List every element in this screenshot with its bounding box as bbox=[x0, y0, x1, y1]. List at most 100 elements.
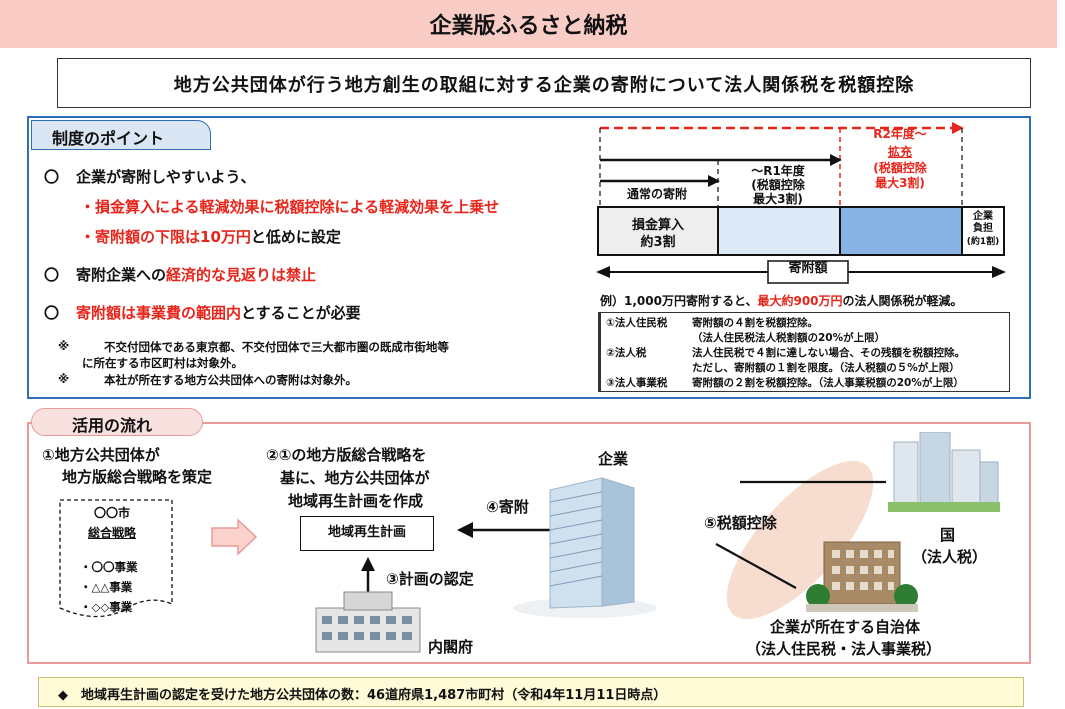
expanded-line-2: 拡充 bbox=[887, 145, 912, 159]
normal-donation-label: 通常の寄附 bbox=[626, 187, 687, 201]
note-2: 本社が所在する地方公共団体への寄附は対象外。 bbox=[104, 373, 357, 387]
point-item-2: 寄附企業への経済的な見返りは禁止 bbox=[76, 264, 316, 285]
tax-breakdown-box bbox=[598, 312, 1010, 392]
burden-line-2: 負担 bbox=[973, 223, 993, 234]
national-label-2: （法人税） bbox=[912, 548, 988, 566]
tax-row-3-desc: 法人住民税で４割に達しない場合、その残額を税額控除。 bbox=[692, 347, 965, 359]
bar-company-burden bbox=[961, 206, 1005, 256]
tax-row-2-desc: （法人住民税法人税割額の20%が上限） bbox=[692, 332, 886, 344]
step-2-line-3: 地域再生計画を作成 bbox=[288, 492, 424, 510]
point-item-2-pre: 寄附企業への bbox=[76, 266, 167, 284]
tax-row-5-desc: 寄附額の２割を税額控除。（法人事業税額の20%が上限） bbox=[692, 377, 964, 389]
company-label: 企業 bbox=[598, 450, 629, 468]
step-2-line-2: 基に、地方公共団体が bbox=[280, 469, 430, 487]
example-text: 例）1,000万円寄附すると、最大約900万円の法人関係税が軽減。 bbox=[600, 292, 963, 309]
tax-credit-diagram bbox=[596, 122, 1006, 284]
subtitle: 地方公共団体が行う地方創生の取組に対する企業の寄附について法人関係税を税額控除 bbox=[173, 75, 915, 96]
r1-line-1: ～R1年度 bbox=[751, 164, 805, 178]
local-government-label-1: 企業が所在する自治体 bbox=[770, 618, 921, 636]
example-post: の法人関係税が軽減。 bbox=[842, 294, 963, 308]
donation-amount-box bbox=[767, 260, 849, 284]
national-label-1: 国 bbox=[940, 526, 956, 544]
step-3-label: ③計画の認定 bbox=[386, 570, 474, 588]
point-item-1b: ・寄附額の下限は10万円と低めに設定 bbox=[80, 226, 341, 247]
cabinet-office-label: 内閣府 bbox=[428, 638, 474, 656]
doc-title-1: 〇〇市 bbox=[93, 506, 130, 520]
tax-row-3-name: ②法人税 bbox=[606, 347, 647, 359]
point-item-1a: ・損金算入による軽減効果に税額控除による軽減効果を上乗せ bbox=[80, 198, 500, 216]
points-panel bbox=[27, 116, 1031, 399]
example-red: 最大約900万円 bbox=[757, 294, 843, 308]
step-1-line-2: 地方版総合戦略を策定 bbox=[62, 468, 213, 486]
donation-amount-label: 寄附額 bbox=[788, 261, 828, 276]
step-4-label: ④寄附 bbox=[486, 498, 529, 516]
point-item-2-red: 経済的な見返りは禁止 bbox=[166, 266, 317, 284]
burden-line-1: 企業 bbox=[973, 211, 993, 222]
doc-item-1: ・〇〇事業 bbox=[80, 560, 138, 574]
regional-plan-label: 地域再生計画 bbox=[327, 525, 406, 540]
burden-line-3: (約1割) bbox=[966, 237, 1000, 247]
flow-heading: 活用の流れ bbox=[72, 416, 153, 435]
doc-title-2: 総合戦略 bbox=[87, 526, 136, 540]
point-item-1: 企業が寄附しやすいよう、 bbox=[76, 168, 256, 186]
subtitle-box bbox=[57, 58, 1031, 108]
points-header-tab bbox=[31, 120, 211, 150]
company-building-icon bbox=[513, 477, 657, 618]
loss-line-1: 損金算入 bbox=[631, 218, 684, 233]
loss-line-2: 約3割 bbox=[640, 235, 676, 250]
donation-arrow-left bbox=[596, 266, 610, 278]
step-5-label: ⑤税額控除 bbox=[704, 514, 777, 532]
note-1-line-1: 不交付団体である東京都、不交付団体で三大都市圏の既成市街地等 bbox=[104, 340, 449, 354]
bar-r1-credit bbox=[717, 206, 841, 256]
points-heading: 制度のポイント bbox=[52, 129, 165, 148]
note-1-line-2: に所在する市区町村は対象外。 bbox=[82, 356, 243, 370]
point-item-1b-rest: と低めに設定 bbox=[250, 228, 341, 246]
point-item-3-red: 寄附額は事業費の範囲内 bbox=[76, 304, 242, 322]
footer-text: ◆ 地域再生計画の認定を受けた地方公共団体の数：46道府県1,487市町村（令和… bbox=[58, 688, 667, 703]
bullet-icon: 〇 bbox=[44, 266, 60, 284]
strategy-document-icon bbox=[59, 499, 173, 618]
footer-box bbox=[38, 677, 1024, 707]
note-mark: ※ bbox=[58, 372, 70, 386]
cabinet-office-building-icon bbox=[315, 591, 421, 653]
step-2-line-1: ②①の地方版総合戦略を bbox=[266, 446, 427, 464]
flow-header-tab bbox=[31, 408, 203, 436]
point-item-1b-red: ・寄附額の下限は10万円 bbox=[80, 228, 251, 246]
title-band bbox=[0, 0, 1057, 48]
local-government-building-icon bbox=[806, 541, 918, 612]
flow-arrow-right-icon bbox=[211, 518, 258, 556]
bullet-icon: 〇 bbox=[44, 304, 60, 322]
example-pre: 例）1,000万円寄附すると、 bbox=[600, 294, 758, 308]
expanded-line-3: (税額控除 bbox=[873, 161, 927, 175]
step-1-line-1: ①地方公共団体が bbox=[42, 446, 160, 464]
tax-row-1-name: ①法人住民税 bbox=[606, 317, 668, 329]
donation-arrow-icon bbox=[457, 522, 563, 538]
bullet-icon: 〇 bbox=[44, 168, 60, 186]
point-item-3: 寄附額は事業費の範囲内とすることが必要 bbox=[76, 302, 361, 323]
tax-credit-line-national bbox=[740, 480, 886, 484]
donation-arrow-right bbox=[992, 266, 1006, 278]
expanded-line-1: R2年度～ bbox=[873, 127, 927, 141]
doc-item-3: ・◇◇事業 bbox=[80, 600, 133, 614]
approval-arrow-icon bbox=[361, 557, 375, 595]
note-mark: ※ bbox=[58, 339, 70, 353]
r1-line-2: (税額控除 bbox=[751, 178, 805, 192]
flow-panel bbox=[27, 422, 1031, 664]
tax-credit-line-local bbox=[715, 543, 797, 589]
national-government-buildings-icon bbox=[888, 432, 1000, 512]
normal-arrow-head bbox=[708, 175, 720, 187]
point-item-3-rest: とすることが必要 bbox=[241, 304, 361, 322]
doc-item-2: ・△△事業 bbox=[80, 580, 133, 594]
regional-plan-box bbox=[300, 516, 434, 551]
page-title: 企業版ふるさと納税 bbox=[429, 14, 628, 39]
tax-row-1-desc: 寄附額の４割を税額控除。 bbox=[692, 317, 818, 329]
tax-row-5-name: ③法人事業税 bbox=[606, 377, 668, 389]
tax-credit-highlight bbox=[715, 461, 874, 619]
expanded-line-4: 最大3割) bbox=[875, 176, 925, 190]
bar-r2-credit bbox=[839, 206, 963, 256]
r1-line-3: 最大3割) bbox=[753, 192, 803, 206]
local-government-label-2: （法人住民税・法人事業税） bbox=[746, 640, 942, 658]
expansion-arrow-head bbox=[952, 122, 964, 134]
r1-arrow-head bbox=[830, 154, 842, 166]
tax-row-4-desc: ただし、寄附額の１割を限度。（法人税額の５%が上限） bbox=[692, 362, 960, 374]
